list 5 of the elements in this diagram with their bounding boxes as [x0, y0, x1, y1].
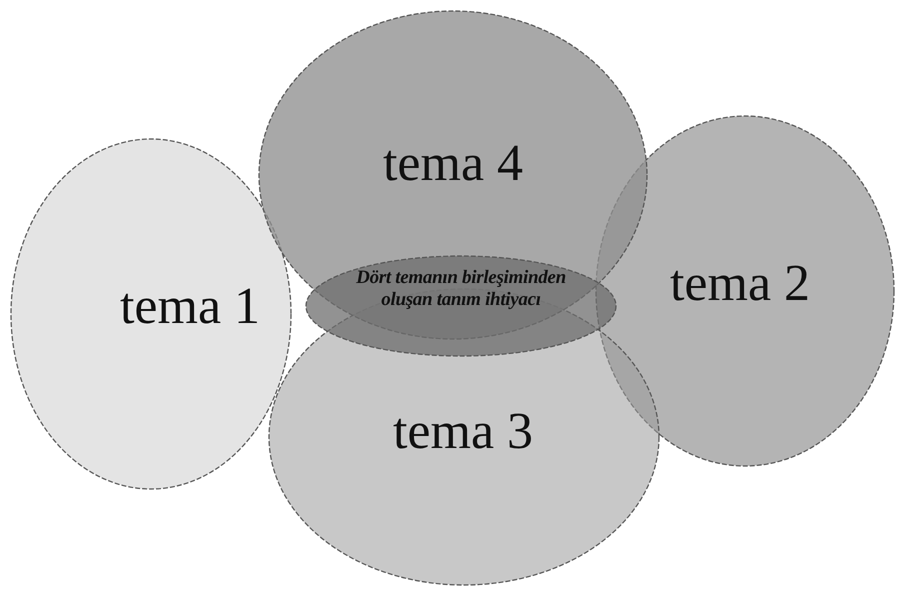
- theme-label: tema 1: [118, 278, 262, 336]
- theme-label: tema 4: [382, 135, 524, 192]
- intersection-label: Dört temanın birleşiminden oluşan tanım ihtiyacı: [355, 267, 567, 311]
- theme-label: tema 2: [668, 255, 812, 312]
- theme-label: tema 3: [392, 403, 534, 460]
